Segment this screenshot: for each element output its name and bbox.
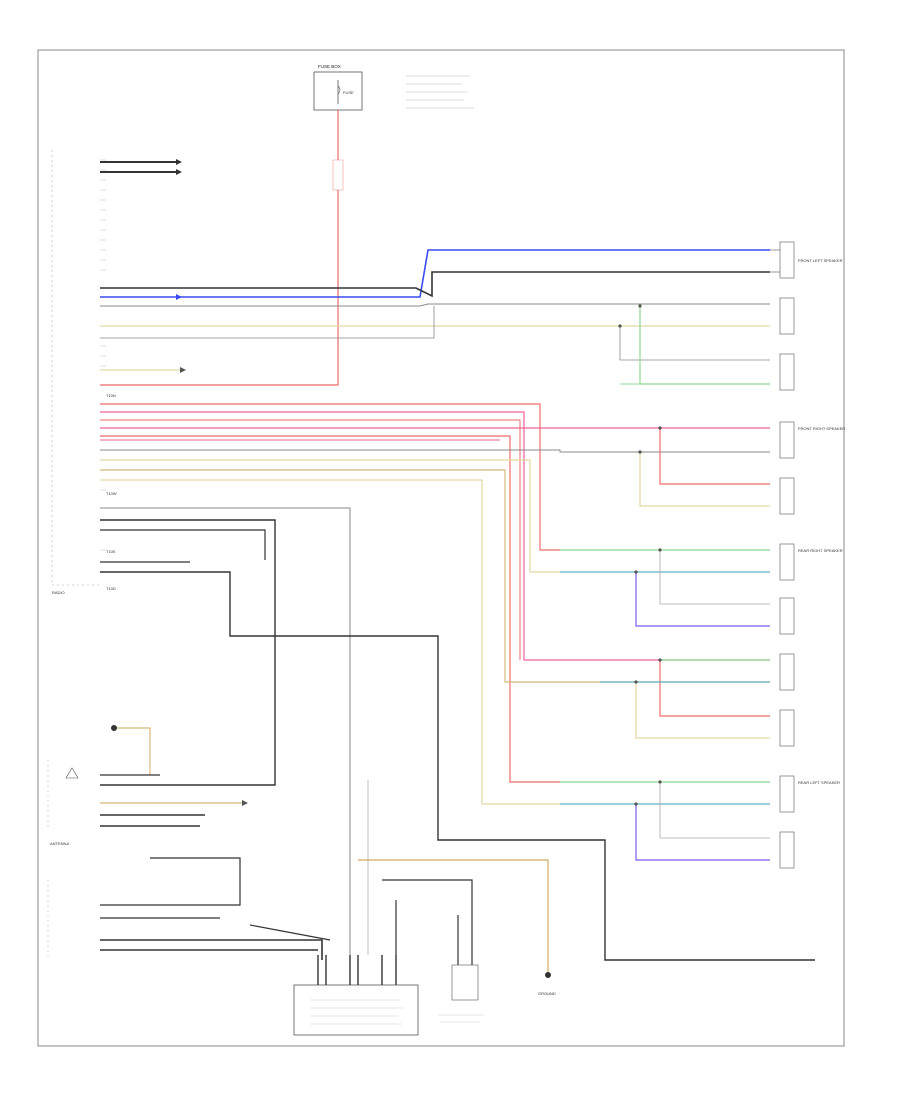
speaker-9: [779, 709, 795, 747]
wire-red-1: [100, 403, 560, 551]
wire-tan-2: [100, 469, 770, 683]
speaker-10: [779, 775, 795, 813]
speaker-11: [779, 831, 795, 869]
wire-yellow-3: [100, 479, 560, 805]
speaker-label-front-right: FRONT RIGHT SPEAKER: [798, 426, 845, 431]
speaker-label-rear-right: REAR RIGHT SPEAKER: [798, 548, 843, 553]
wire-red-2: [100, 419, 521, 660]
radio-label: RADIO: [52, 590, 65, 595]
wire-gray-front-2: [100, 306, 435, 339]
wire-gray-lower-1: [100, 507, 351, 975]
speaker-4: [779, 421, 795, 459]
wire-pink-1: [100, 411, 770, 661]
fuse-box: FUSE BOX FUSE: [313, 64, 474, 111]
wire-black-lower-1: [100, 519, 276, 786]
radio-unit: RADIO T10N T10W T10E T10D: [51, 150, 117, 595]
speaker-3: [779, 353, 795, 391]
wire-gray-front: [100, 303, 770, 307]
wire-front-outputs: [100, 159, 182, 175]
splice-points: [618, 304, 662, 806]
fuse-box-label: FUSE BOX: [318, 64, 341, 69]
wire-green-front-b: [639, 306, 770, 385]
wire-black-lower-2: [100, 529, 266, 560]
ground-label: GROUND: [538, 991, 556, 996]
antenna-module: [438, 964, 484, 1023]
wire-gray-2: [100, 449, 770, 453]
speakers: [770, 241, 795, 869]
wire-blue: [100, 249, 770, 298]
ground-symbol: GROUND: [538, 972, 556, 996]
speaker-label-front-left: FRONT LEFT SPEAKER: [798, 258, 843, 263]
wire-red-3: [100, 435, 560, 783]
wire-power-feed: [100, 110, 339, 386]
fuse-label: FUSE: [343, 90, 354, 95]
connector-t10n: T10N: [106, 393, 116, 398]
speaker-label-rear-left: REAR LEFT SPEAKER: [798, 780, 840, 785]
connector-t10w: T10W: [106, 491, 117, 496]
wire-black-lower-4: [100, 571, 815, 961]
wire-gray-front-b: [619, 326, 770, 361]
diagram-frame: [37, 49, 845, 1047]
speaker-7: [779, 597, 795, 635]
speaker-8: [779, 653, 795, 691]
speaker-1: [770, 241, 795, 279]
control-module: [293, 780, 549, 1036]
speaker-6: [779, 543, 795, 581]
wire-dark-top: [100, 271, 770, 298]
wire-yellow-2: [100, 459, 560, 573]
connector-t10e: T10E: [106, 549, 116, 554]
speaker-5: [779, 477, 795, 515]
antenna-switch-block: ANTENNA: [47, 725, 248, 846]
antenna-label: ANTENNA: [50, 841, 69, 846]
connector-t10d: T10D: [106, 586, 116, 591]
speaker-2: [779, 297, 795, 335]
tv-tuner-block: [47, 857, 331, 960]
